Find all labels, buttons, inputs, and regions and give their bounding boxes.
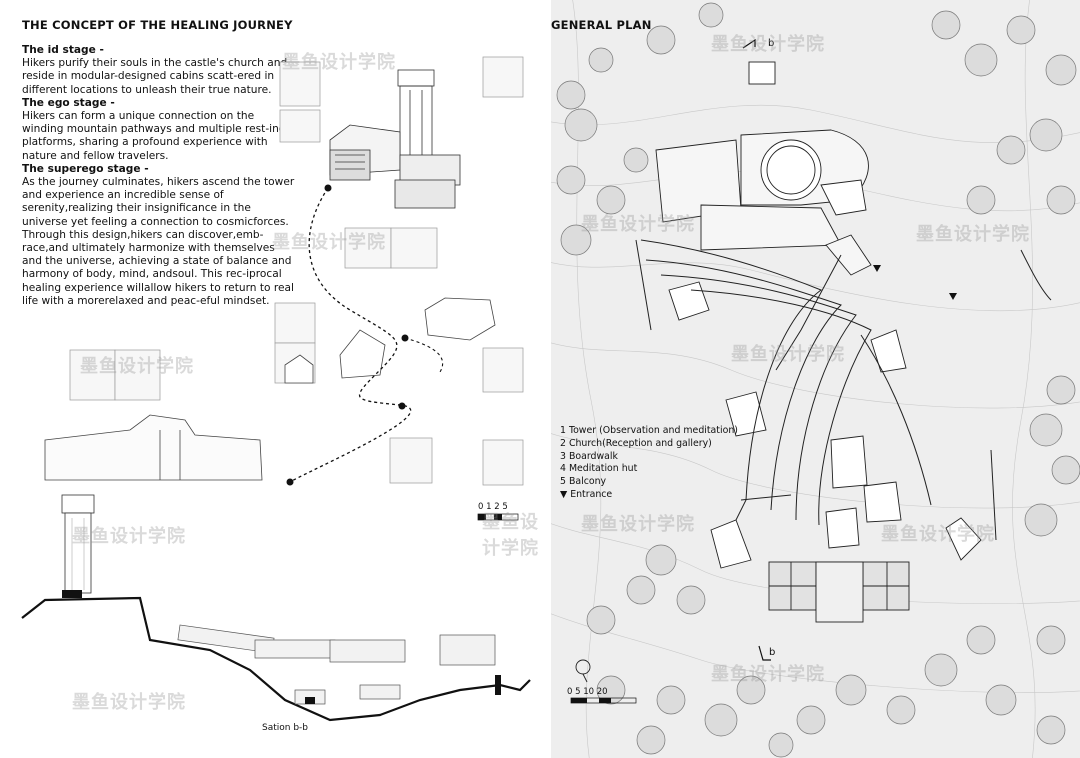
id-stage-text: Hikers purify their souls in the castle'… bbox=[22, 57, 288, 96]
superego-stage-title: The superego stage - bbox=[22, 162, 149, 175]
ego-stage-title: The ego stage - bbox=[22, 96, 115, 109]
legend-item-tower: 1 Tower (Observation and meditation) bbox=[560, 425, 738, 436]
general-plan-panel: GENERAL PLAN b b 0 5 10 20 墨鱼设计学院 墨鱼设计学院… bbox=[551, 0, 1080, 758]
legend-item-boardwalk: 3 Boardwalk bbox=[560, 450, 618, 462]
legend-item-entrance: ▼ Entrance bbox=[560, 488, 613, 500]
watermark: 墨鱼设计学院 bbox=[272, 232, 386, 253]
journey-path bbox=[289, 187, 412, 483]
section-drawing bbox=[21, 494, 531, 722]
watermark: 墨鱼设计学院 bbox=[881, 524, 995, 545]
concept-panel: THE CONCEPT OF THE HEALING JOURNEY The i… bbox=[21, 18, 539, 733]
plan-legend: 1 Tower (Observation and meditation) 2 C… bbox=[560, 425, 738, 502]
section-cut-lines bbox=[742, 38, 771, 661]
plan-buildings bbox=[655, 61, 982, 623]
entrance-markers bbox=[873, 265, 957, 300]
watermark: 墨鱼设计学院 bbox=[581, 514, 695, 535]
conclusion-text: Through this design,hikers can discover,… bbox=[22, 228, 294, 307]
watermark: 墨鱼设计学院 bbox=[482, 512, 539, 559]
watermark: 墨鱼设计学院 bbox=[72, 692, 186, 713]
site-plan-map bbox=[551, 0, 1080, 758]
north-arrow bbox=[575, 659, 591, 683]
general-plan-title: GENERAL PLAN bbox=[551, 18, 652, 32]
journey-points bbox=[286, 184, 409, 486]
legend-item-meditation-hut: 4 Meditation hut bbox=[560, 463, 638, 475]
watermark: 墨鱼设计学院 bbox=[581, 214, 695, 235]
watermark: 墨鱼设计学院 bbox=[72, 526, 186, 547]
watermark: 墨鱼设计学院 bbox=[711, 34, 825, 55]
legend-item-balcony: 5 Balcony bbox=[560, 476, 607, 488]
concept-title: THE CONCEPT OF THE HEALING JOURNEY bbox=[22, 18, 293, 32]
journey-diagram bbox=[21, 56, 531, 722]
plan-scale-bar bbox=[570, 697, 637, 704]
watermark: 墨鱼设计学院 bbox=[282, 52, 396, 73]
contour-lines bbox=[551, 0, 1080, 758]
ego-stage-text: Hikers can form a unique connection on t… bbox=[22, 110, 286, 162]
plan-scale: 0 5 10 20 bbox=[567, 687, 608, 697]
section-label: Sation b-b bbox=[262, 723, 309, 733]
id-stage-title: The id stage - bbox=[22, 44, 104, 56]
watermark: 墨鱼设计学院 bbox=[80, 356, 194, 377]
church-sketch bbox=[44, 414, 263, 481]
boardwalk bbox=[635, 239, 1052, 541]
watermark: 墨鱼设计学院 bbox=[731, 344, 845, 365]
hut-sketches bbox=[284, 297, 496, 384]
cut-marker-top: b bbox=[768, 38, 775, 49]
cut-marker-bottom: b bbox=[769, 647, 776, 658]
superego-stage-text: As the journey culminates, hikers ascend… bbox=[22, 176, 295, 228]
watermark: 墨鱼设计学院 bbox=[916, 224, 1030, 245]
legend-item-church: 2 Church(Reception and gallery) bbox=[560, 437, 712, 449]
tower-church-sketch bbox=[329, 69, 461, 209]
trees bbox=[556, 2, 1080, 758]
concept-text: The id stage - Hikers purify their souls… bbox=[22, 44, 297, 308]
section-scale: 0 1 2 5 bbox=[478, 502, 508, 512]
vignette-frames bbox=[69, 56, 524, 486]
watermark: 墨鱼设计学院 bbox=[711, 664, 825, 685]
